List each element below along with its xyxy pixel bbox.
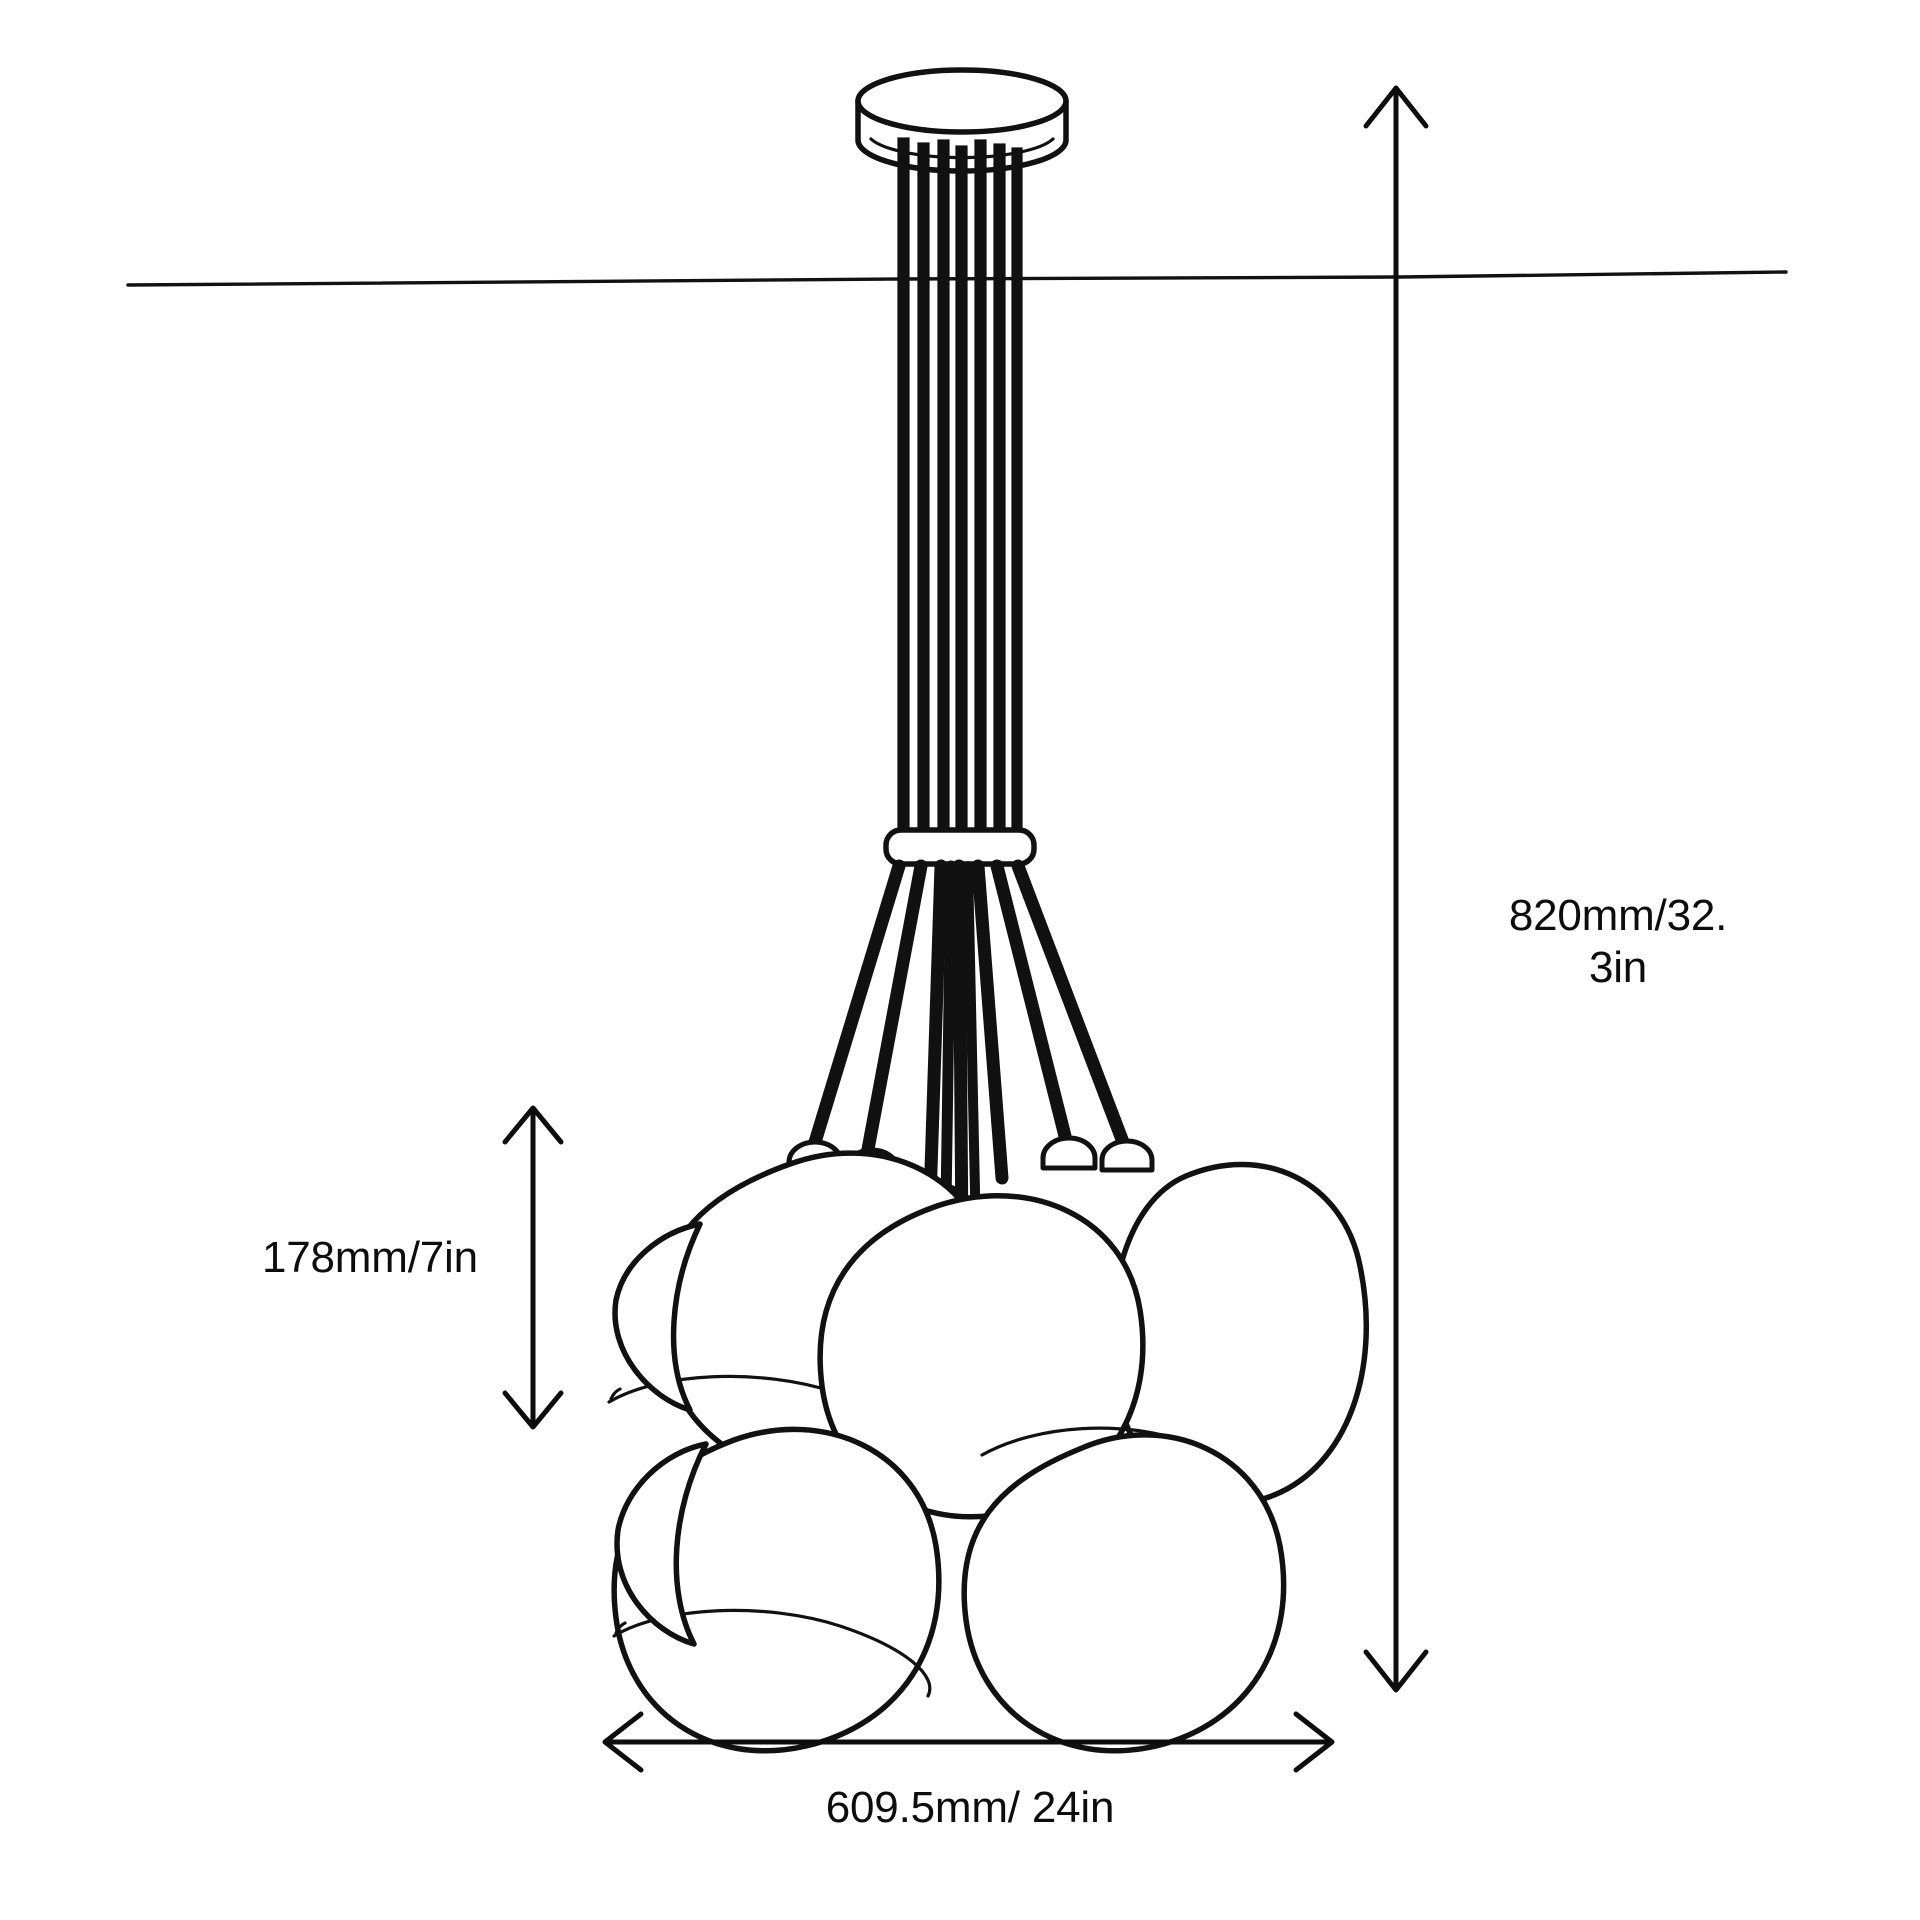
arrowhead-right: [1293, 1711, 1335, 1773]
globe-socket-cap: [1099, 1138, 1155, 1173]
arrowhead-up: [1363, 85, 1429, 129]
dimension-overall-width: [602, 1711, 1335, 1773]
dimension-overall-height: [1363, 85, 1429, 1693]
rod-gathering-collar: [883, 827, 1037, 867]
suspension-rod-bundle: [897, 137, 1023, 849]
dimension-label-overall-width: 609.5mm/ 24in: [825, 1783, 1115, 1832]
globe-shade: [961, 1432, 1287, 1754]
arrowhead-left: [602, 1711, 644, 1773]
globe-shade: [614, 1441, 709, 1647]
globe-socket-cap: [1040, 1135, 1098, 1171]
arrowhead-up: [502, 1105, 564, 1145]
arrowhead-down: [502, 1390, 564, 1430]
dimension-shade-height: [502, 1105, 564, 1430]
globe-shade: [612, 1221, 703, 1413]
ceiling-reference-line: [126, 270, 1788, 287]
arrowhead-down: [1363, 1649, 1429, 1693]
dimension-label-overall-height: 820mm/32. 3in: [1508, 891, 1728, 992]
dimension-label-shade-height: 178mm/7in: [262, 1233, 478, 1282]
